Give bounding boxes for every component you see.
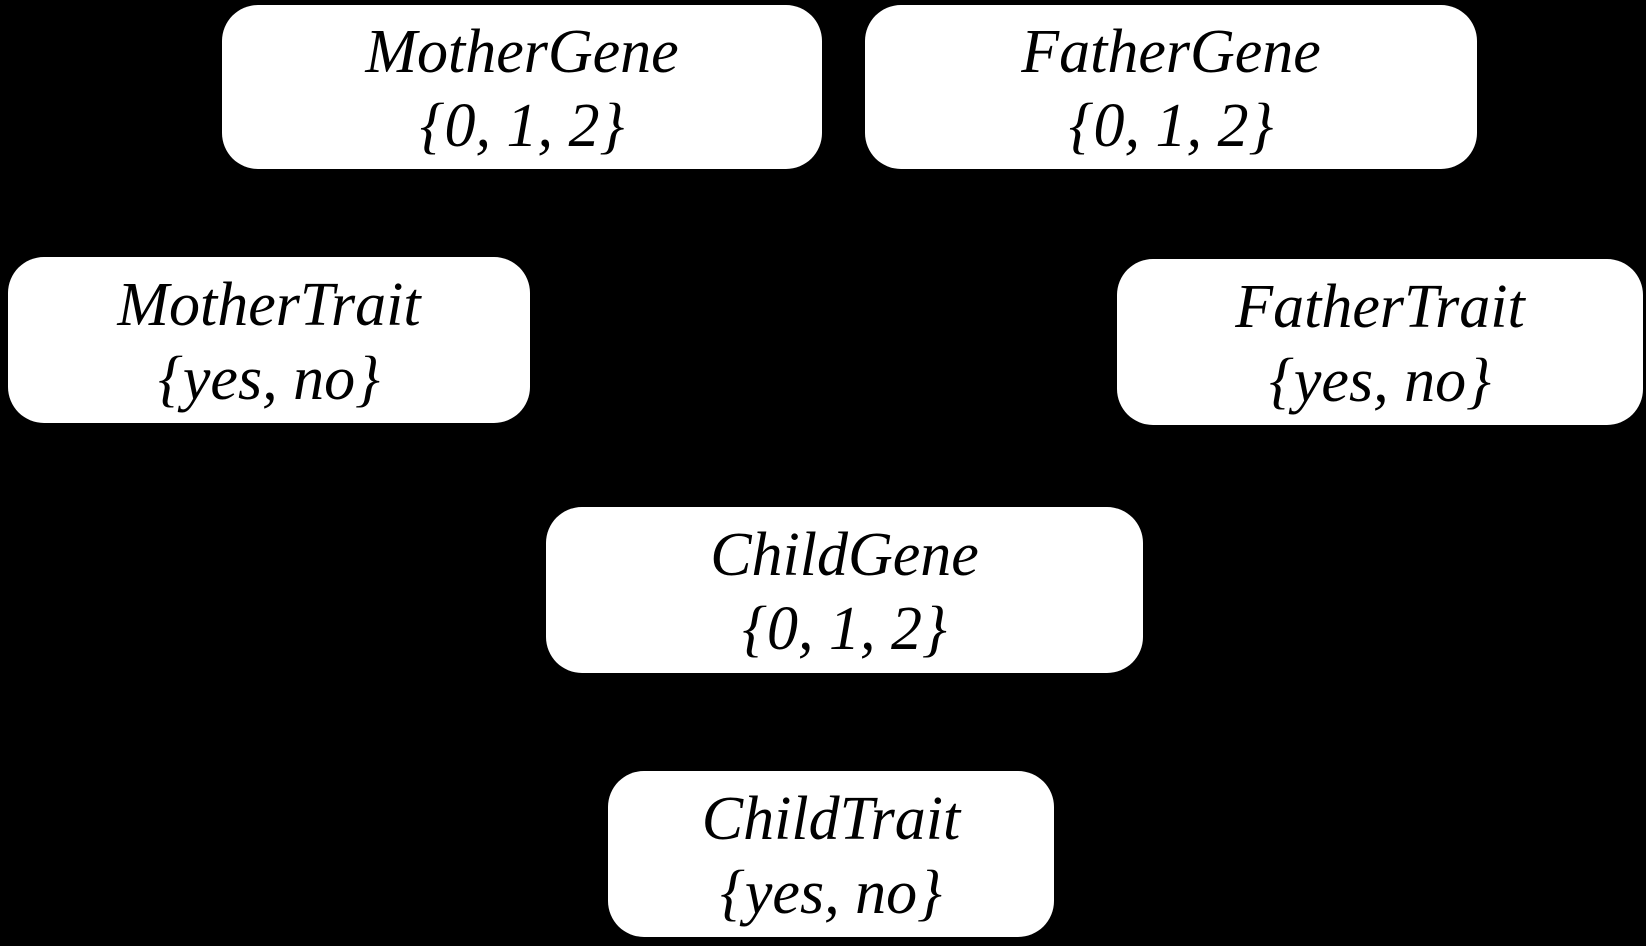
node-mother-gene: MotherGene {0, 1, 2}: [222, 5, 822, 169]
node-child-trait-title: ChildTrait: [701, 785, 961, 853]
node-mother-trait: MotherTrait {yes, no}: [8, 257, 530, 423]
node-father-gene-values: {0, 1, 2}: [1068, 92, 1274, 160]
node-father-gene: FatherGene {0, 1, 2}: [865, 5, 1477, 169]
node-mother-gene-title: MotherGene: [365, 18, 679, 86]
node-mother-trait-title: MotherTrait: [117, 271, 421, 339]
node-child-gene-title: ChildGene: [710, 521, 979, 589]
node-child-gene: ChildGene {0, 1, 2}: [546, 507, 1143, 673]
node-father-trait-title: FatherTrait: [1235, 273, 1525, 341]
node-father-trait: FatherTrait {yes, no}: [1117, 259, 1643, 425]
node-father-gene-title: FatherGene: [1021, 18, 1321, 86]
node-mother-trait-values: {yes, no}: [158, 345, 380, 413]
node-father-trait-values: {yes, no}: [1269, 347, 1491, 415]
node-child-trait-values: {yes, no}: [720, 859, 942, 927]
node-child-gene-values: {0, 1, 2}: [742, 595, 947, 663]
node-mother-gene-values: {0, 1, 2}: [419, 92, 625, 160]
node-child-trait: ChildTrait {yes, no}: [608, 771, 1054, 937]
